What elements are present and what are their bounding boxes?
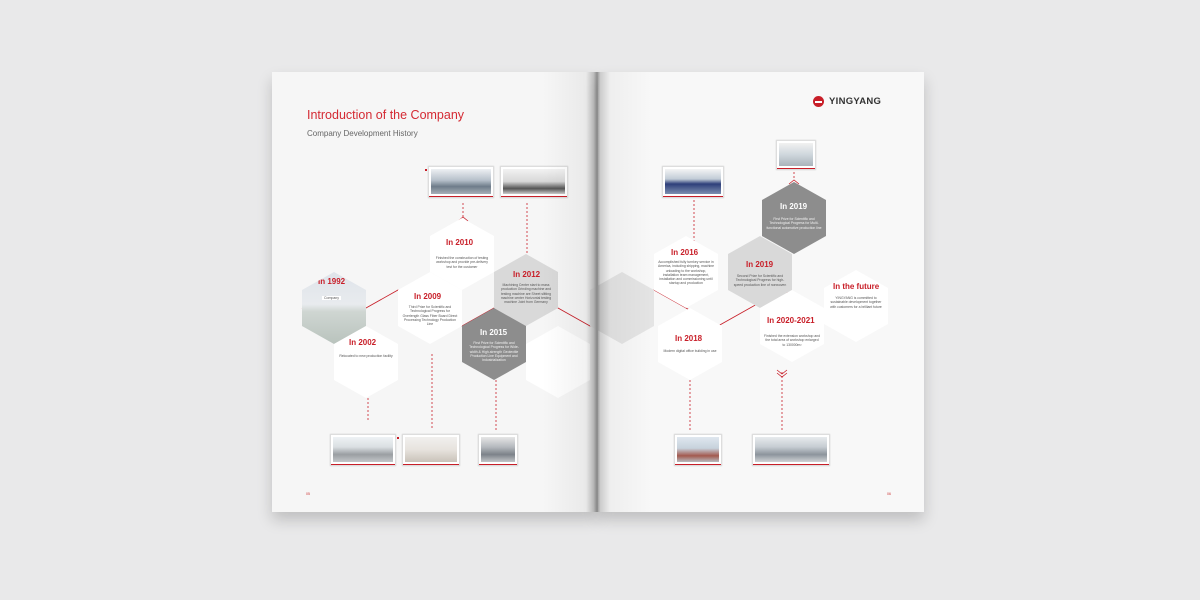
photo-testing-workshop <box>428 166 494 198</box>
year-description: Second Prize for Scientific and Technolo… <box>733 274 787 287</box>
photo-geotextile-line <box>478 434 518 466</box>
year-label: In 1992 <box>318 277 346 286</box>
hex-2020-2021: In 2020-2021 Finished the extension work… <box>760 290 824 362</box>
year-label: In 2019 <box>746 260 774 269</box>
page-title: Introduction of the Company <box>307 108 465 122</box>
year-label: In 2002 <box>349 338 377 347</box>
year-label: In the future <box>833 282 880 291</box>
photo-office-building <box>674 434 722 466</box>
year-label: In 2009 <box>414 292 442 301</box>
hex-future: In the future YINGYANG is committed to s… <box>824 270 888 342</box>
brand-logo: YINGYANG <box>813 96 881 107</box>
year-description: YINGYANG is committed to sustainable dev… <box>830 296 882 309</box>
brochure-spread: Introduction of the Company Company Deve… <box>272 72 924 518</box>
year-label: In 2015 <box>480 328 508 337</box>
photo-extension-workshop <box>752 434 830 466</box>
page-number-left: 05 <box>306 492 310 496</box>
year-description: Machining Center start to mass productio… <box>500 283 552 305</box>
page-number-right: 06 <box>887 492 891 496</box>
photo-machining-center <box>500 166 568 198</box>
year-description: Third Prize for Scientific and Technolog… <box>402 305 458 327</box>
company-tag: Company <box>322 296 341 300</box>
photo-production-facility <box>330 434 396 466</box>
hex-2019-a: In 2019 First Prize for Scientific and T… <box>762 182 826 254</box>
photo-america-team <box>662 166 724 198</box>
hex-2016: In 2016 Accomplished fully turnkey servi… <box>654 236 718 308</box>
year-description: Accomplished fully turnkey service in Am… <box>658 260 714 286</box>
photo-production-line <box>402 434 460 466</box>
year-label: In 2012 <box>513 270 541 279</box>
page-subtitle: Company Development History <box>307 129 418 138</box>
year-description: First Prize for Scientific and Technolog… <box>766 217 822 230</box>
logo-mark-icon <box>813 96 824 107</box>
year-label: In 2019 <box>780 202 808 211</box>
hex-2019-b: In 2019 Second Prize for Scientific and … <box>728 236 792 308</box>
photo-automotive-line <box>776 140 816 170</box>
year-label: In 2016 <box>671 248 699 257</box>
year-label: In 2020-2021 <box>767 316 815 325</box>
logo-text: YINGYANG <box>829 96 882 107</box>
year-description: Modern digital office building in use <box>663 349 717 353</box>
year-description: Finished the construction of testing wor… <box>435 256 489 269</box>
year-description: Relocated to new production facility <box>339 354 393 358</box>
year-label: In 2010 <box>446 238 474 247</box>
year-description: First Prize for Scientific and Technolog… <box>469 341 519 363</box>
year-description: Finished the extension workshop and the … <box>764 334 820 347</box>
year-label: In 2018 <box>675 334 703 343</box>
hex-2018: In 2018 Modern digital office building i… <box>658 308 722 380</box>
